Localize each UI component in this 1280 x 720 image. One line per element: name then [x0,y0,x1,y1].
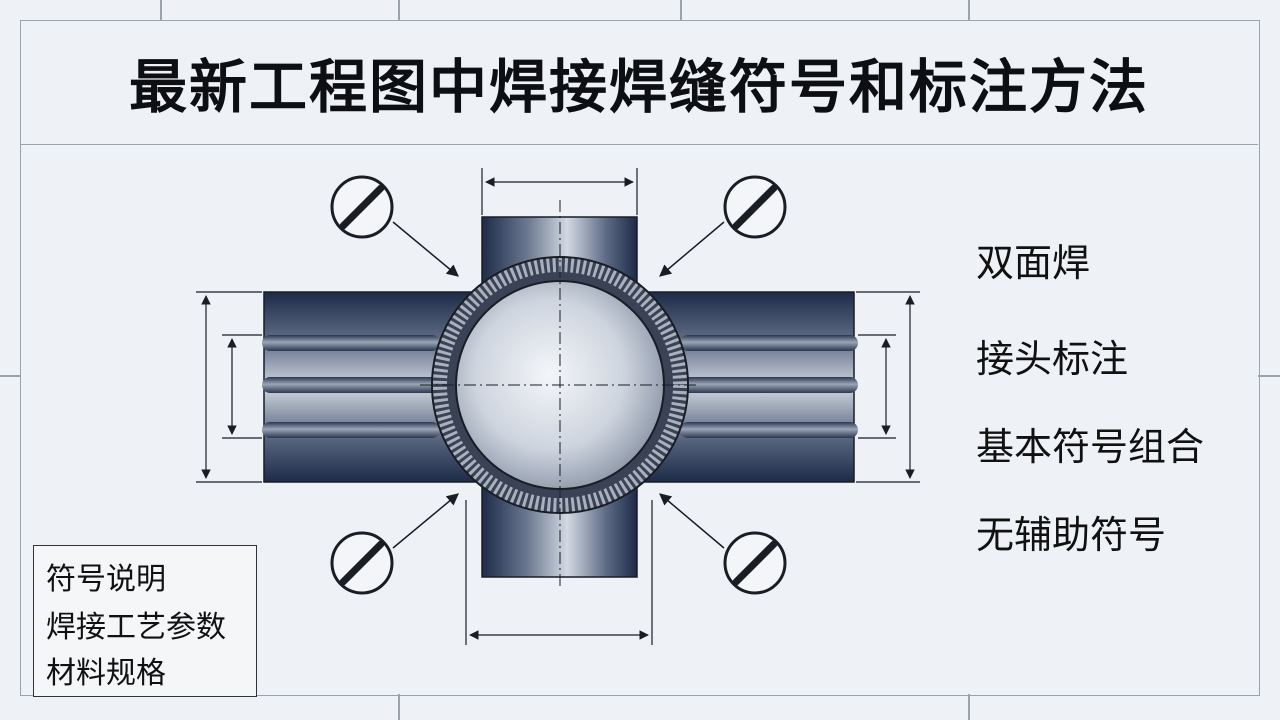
rod-right-middle [680,377,858,393]
edge-tick [0,375,20,377]
edge-tick [680,0,682,20]
edge-tick [398,0,400,20]
page-title: 最新工程图中焊接焊缝符号和标注方法 [128,53,1149,121]
rod-left-middle [262,377,440,393]
label-joint-annotation: 接头标注 [976,337,1129,381]
rod-right-top [680,335,858,351]
drawing-frame [20,20,1260,696]
weld-symbol-icon-top-right [659,175,787,277]
title-block: 最新工程图中焊接焊缝符号和标注方法 [20,20,1258,145]
rod-left-bottom [262,422,440,438]
weld-symbol-icon-bottom-right [659,493,787,595]
label-basic-symbol-combination: 基本符号组合 [976,425,1205,469]
edge-tick [968,694,970,720]
rod-right-bottom [680,422,858,438]
edge-tick [398,694,400,720]
legend-item-symbol-description: 符号说明 [46,562,166,597]
edge-tick [968,0,970,20]
weld-symbol-icon-top-left [330,175,459,277]
edge-tick [160,0,162,20]
legend-item-welding-parameters: 焊接工艺参数 [46,610,226,645]
edge-tick [1258,375,1280,377]
label-double-sided-weld: 双面焊 [976,241,1091,285]
label-no-auxiliary-symbol: 无辅助符号 [976,513,1167,557]
weld-symbol-icon-bottom-left [330,493,459,595]
legend-item-material-spec: 材料规格 [46,656,166,691]
legend-box: 符号说明 焊接工艺参数 材料规格 [33,545,257,697]
rod-left-top [262,335,440,351]
